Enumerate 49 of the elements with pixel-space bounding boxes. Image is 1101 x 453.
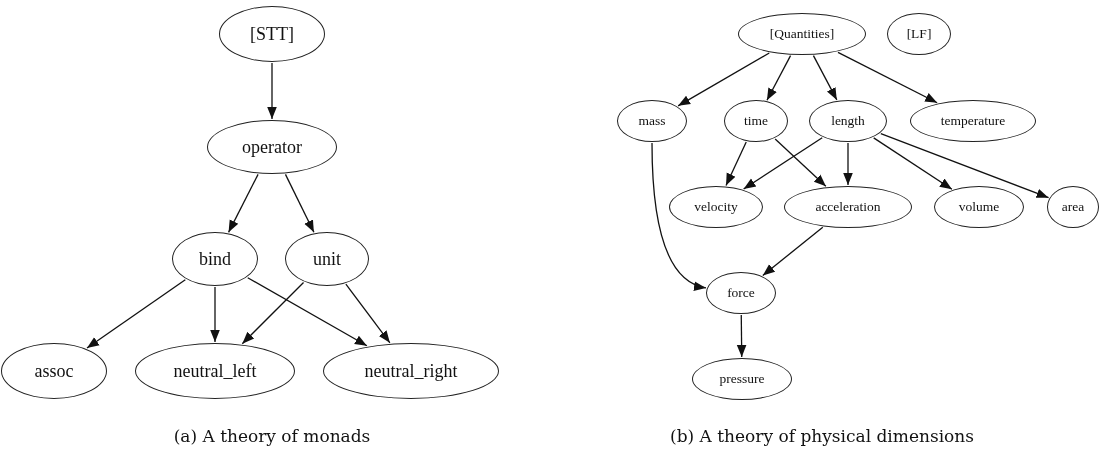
node-label: neutral_left [173,360,257,382]
arrow [736,314,747,358]
node-label: acceleration [815,199,881,215]
node-label: force [727,285,755,301]
arrow [837,51,938,104]
node-label: [Quantities] [769,26,835,42]
node-label: operator [242,136,302,158]
ellipse-node [1,343,107,399]
arrow [651,142,707,290]
arrow [345,283,391,344]
arrow [742,137,823,190]
node-label: volume [958,199,1000,215]
node-label: bind [199,248,231,270]
node-label: time [744,113,768,129]
node-label: unit [313,248,341,270]
figure-caption: (b) A theory of physical dimensions [670,426,974,446]
node-label: velocity [694,199,738,215]
ellipse-node [617,100,687,142]
arrow [267,62,277,120]
arrow [843,142,853,186]
arrow [284,173,315,233]
ellipse-node [172,232,258,286]
arrow [880,132,1050,199]
arrow [766,55,792,101]
ellipse-node [809,100,887,142]
arrow [873,137,953,190]
ellipse-node [1047,186,1099,228]
node-label: area [1061,199,1085,215]
arrow [774,138,827,187]
arrow [725,141,747,187]
node-label: temperature [940,113,1006,129]
arrow [86,279,186,349]
arrow [247,277,368,347]
arrow [227,173,259,233]
arrow [762,226,824,277]
ellipse-node [706,272,776,314]
arrow [677,52,770,107]
node-label: assoc [34,360,74,382]
arrow [241,281,305,345]
node-label: neutral_right [364,360,458,382]
node-label: mass [638,113,666,129]
arrow [812,55,838,101]
node-label: [STT] [250,23,294,45]
ellipse-node [934,186,1024,228]
node-label: length [831,113,865,129]
node-label: pressure [719,371,765,387]
node-label: [LF] [906,26,932,42]
figure-caption: (a) A theory of monads [173,426,371,446]
arrow [210,286,220,343]
